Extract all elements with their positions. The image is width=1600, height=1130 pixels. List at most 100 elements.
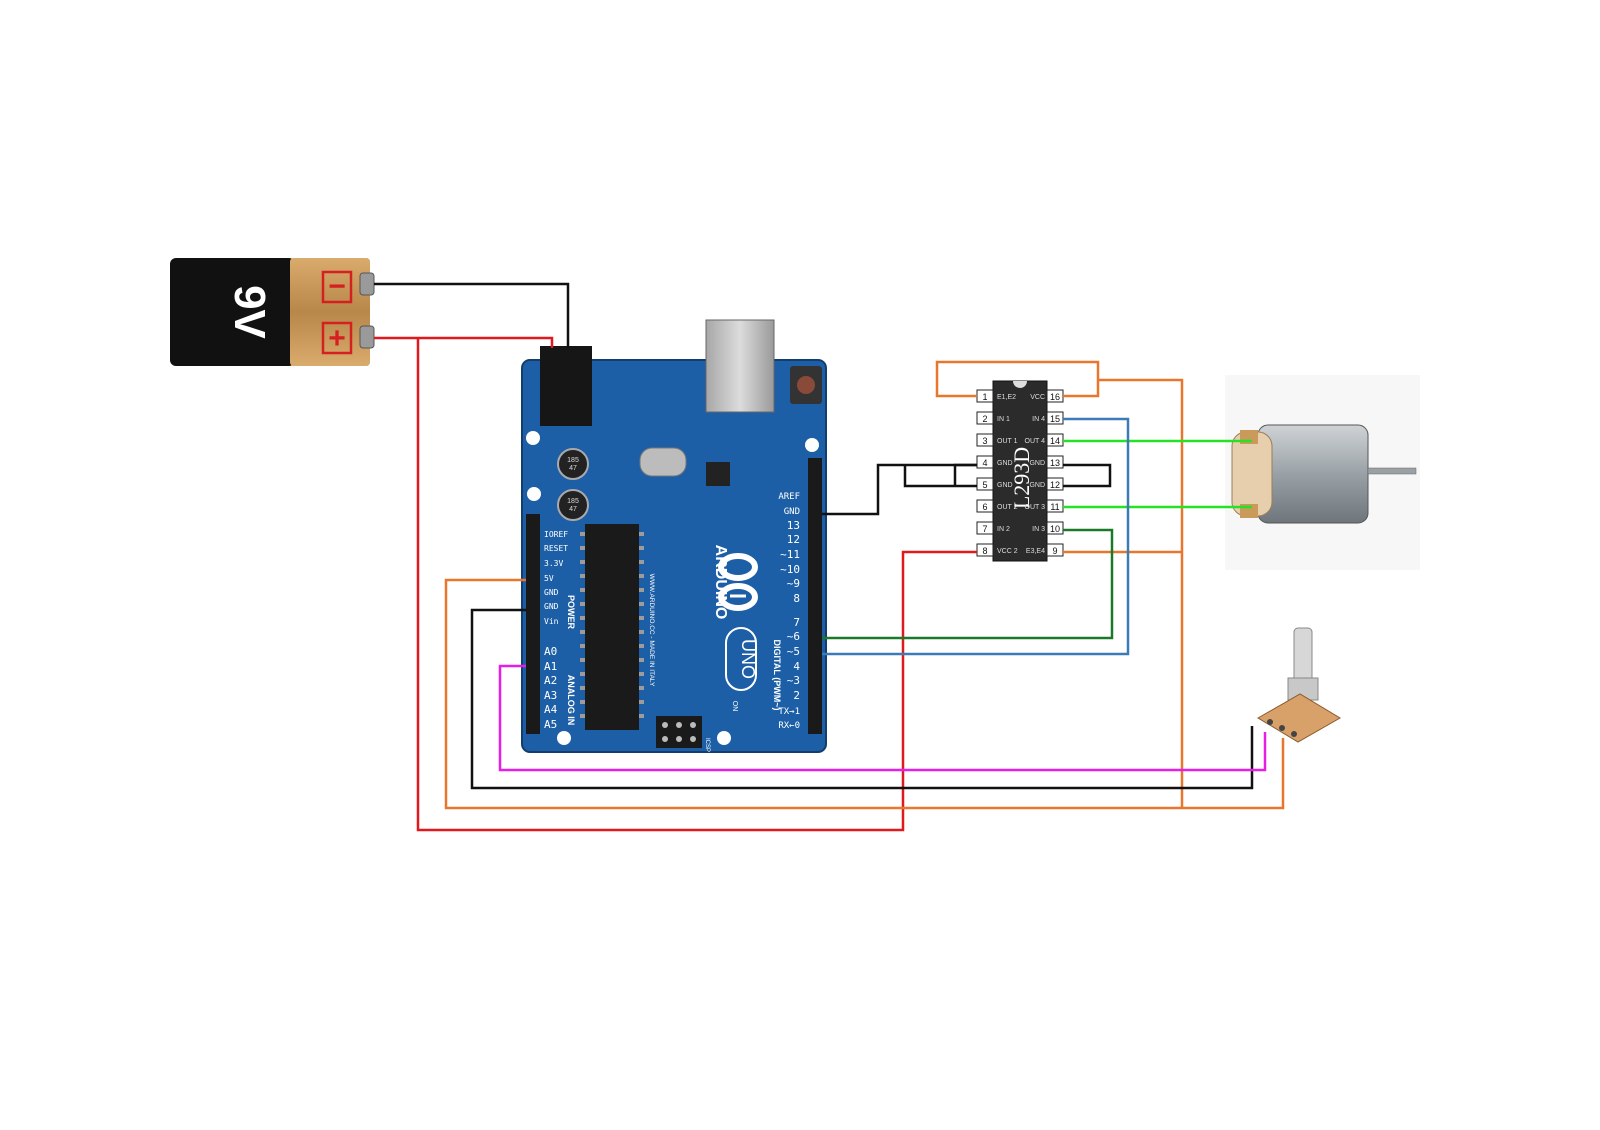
ic-pin — [1046, 477, 1064, 491]
ic-pin-label: OUT 4 — [1025, 438, 1046, 445]
power-pin-labels: IOREF RESET 3.3V 5V GND GND Vin — [544, 530, 568, 626]
usb-port — [705, 319, 775, 413]
cap-label: 47 — [569, 506, 577, 513]
l293d-ic: L293D E1,E2 IN 1 OUT 1 GND GND OUT 2 IN … — [976, 380, 1064, 562]
battery-voltage-label: 9V — [225, 285, 274, 339]
ic-name-label: L293D — [1009, 447, 1034, 509]
cap-label: 47 — [569, 465, 577, 472]
ic-pin-label: VCC 2 — [997, 548, 1018, 555]
ic-pin-number: 5 — [982, 480, 987, 490]
cap-label: 185 — [567, 457, 579, 464]
ic-pin-number: 1 — [982, 392, 987, 402]
pin-label: 12 — [787, 533, 800, 546]
uno-model-label: UNO — [738, 639, 758, 679]
ic-pin — [976, 411, 994, 425]
on-label: ON — [731, 701, 738, 712]
pin-label: A5 — [544, 718, 557, 731]
power-analog-header — [526, 514, 540, 734]
ic-pin-label: VCC — [1030, 394, 1045, 401]
cap-label: 185 — [567, 498, 579, 505]
digital-header — [808, 458, 822, 734]
analog-header-label: ANALOG IN — [566, 675, 576, 726]
ic-pin — [976, 499, 994, 513]
made-in-label: WWW.ARDUINO.CC - MADE IN ITALY — [648, 574, 655, 687]
ic-pin-number: 6 — [982, 502, 987, 512]
pin-label: ~5 — [787, 645, 800, 658]
pin-label: 13 — [787, 519, 800, 532]
ic-pin-number: 14 — [1050, 436, 1060, 446]
wire-5v-vcc — [1098, 378, 1184, 808]
battery-plus-symbol: + — [328, 322, 346, 355]
pin-label: 5V — [544, 574, 554, 583]
ic-pin-label: GND — [1029, 482, 1045, 489]
ic-pin-label: IN 4 — [1032, 416, 1045, 423]
ic-pin-number: 12 — [1050, 480, 1060, 490]
ic-pin-label: GND — [997, 460, 1013, 467]
ic-pin — [1046, 543, 1064, 557]
battery-9v: 9V − + — [170, 258, 375, 366]
wire-vcc2 — [416, 338, 977, 832]
ic-pin-number: 13 — [1050, 458, 1060, 468]
ic-pin — [976, 521, 994, 535]
ic-pin — [976, 477, 994, 491]
wire-gnd-pot — [470, 608, 1254, 790]
digital-header-label: DIGITAL (PWM~) — [772, 640, 782, 711]
ic-pin-number: 10 — [1050, 524, 1060, 534]
wires — [374, 282, 1285, 832]
potentiometer — [1257, 627, 1341, 743]
atmega-chip — [585, 524, 639, 730]
pin-label: ~11 — [780, 548, 800, 561]
pin-label: A2 — [544, 674, 557, 687]
pin-label: 4 — [793, 660, 800, 673]
arduino-logo — [718, 553, 758, 611]
pin-label: ~10 — [780, 563, 800, 576]
ic-pin — [976, 433, 994, 447]
ic-pin-number: 16 — [1050, 392, 1060, 402]
ic-pin-label: OUT 1 — [997, 438, 1018, 445]
icsp-label: ICSP — [704, 738, 710, 752]
wire-ic-gnd-bridge — [953, 463, 977, 486]
pin-label: 8 — [793, 592, 800, 605]
wire-ic-gnd-right — [1063, 463, 1112, 488]
pin-label: ~9 — [787, 577, 800, 590]
ic-pin-number: 2 — [982, 414, 987, 424]
ic-pin-label: IN 3 — [1032, 526, 1045, 533]
ic-pin-label: E3,E4 — [1026, 548, 1045, 555]
pin-label: A4 — [544, 703, 558, 716]
pin-label: 7 — [793, 616, 800, 629]
ic-pin-number: 15 — [1050, 414, 1060, 424]
wire-a1-pot — [498, 664, 1267, 772]
wire-enable-vcc — [935, 360, 1100, 398]
ic-pin — [1046, 455, 1064, 469]
analog-pin-labels: A0 A1 A2 A3 A4 A5 — [544, 645, 558, 731]
pin-label: GND — [784, 507, 800, 517]
pin-label: TX→1 — [778, 707, 800, 717]
pin-label: A3 — [544, 689, 557, 702]
ic-pin-number: 4 — [982, 458, 987, 468]
pin-label: GND — [544, 602, 559, 611]
pin-label: RX←0 — [778, 721, 800, 731]
ic-pin-number: 8 — [982, 546, 987, 556]
dc-power-jack — [540, 346, 592, 426]
ic-pin — [976, 455, 994, 469]
digital-pin-labels: AREF GND 13 12 ~11 ~10 ~9 8 7 ~6 ~5 4 ~3… — [778, 492, 800, 731]
ic-pin-label: GND — [1029, 460, 1045, 467]
power-header-label: POWER — [566, 595, 576, 630]
wire-battery-positive — [374, 336, 554, 348]
pin-label: 2 — [793, 689, 800, 702]
wire-5v — [444, 578, 1285, 810]
wire-pin5-in4 — [822, 417, 1130, 656]
arduino-brand-label: ARDUINO — [712, 545, 729, 620]
pin-label: Vin — [544, 617, 559, 626]
ic-pin-label: E1,E2 — [997, 394, 1016, 401]
ic-pin — [1046, 521, 1064, 535]
pin-label: A0 — [544, 645, 557, 658]
ic-pin-label: OUT 3 — [1025, 504, 1046, 511]
capacitor — [557, 489, 589, 521]
wire-ic-gnd-left-2 — [903, 465, 977, 488]
wire-pin6-in3 — [822, 528, 1114, 640]
pin-label: ~6 — [787, 630, 800, 643]
dc-motor — [1225, 375, 1420, 570]
wire-battery-negative — [374, 282, 570, 348]
